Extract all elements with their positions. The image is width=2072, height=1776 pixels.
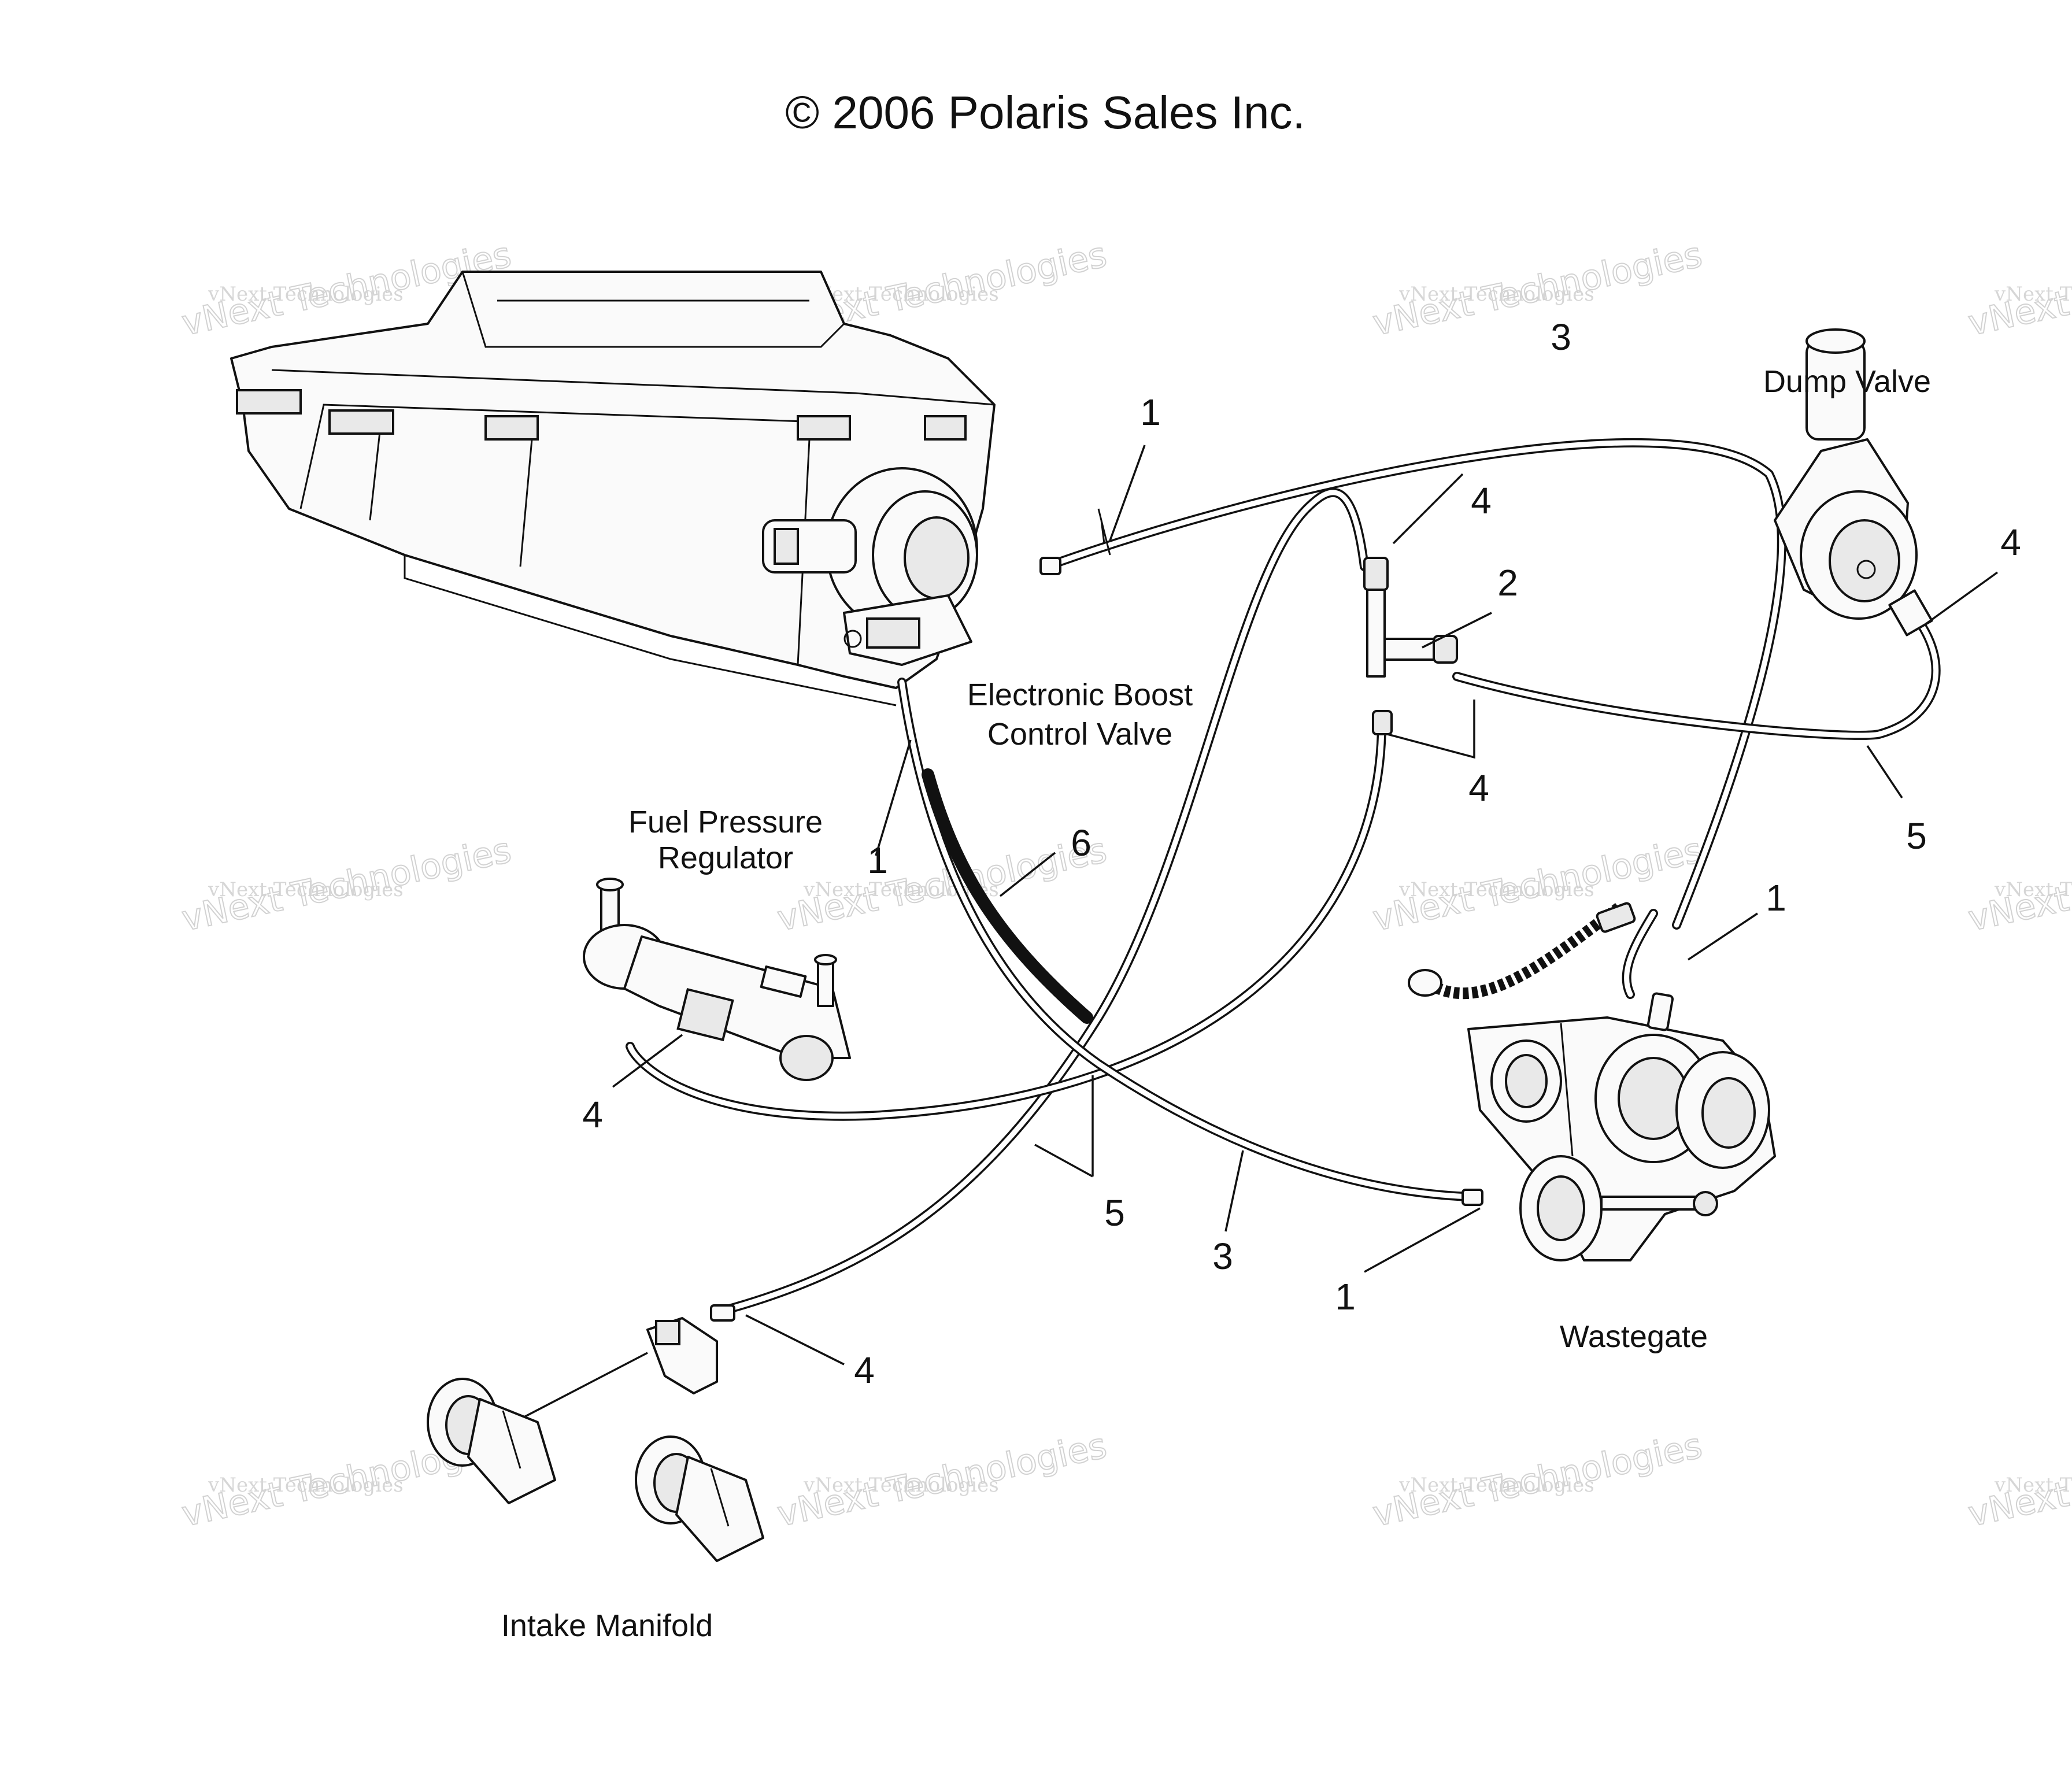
hose-3-clip: [1097, 508, 1111, 556]
label-intake-manifold: Intake Manifold: [501, 1608, 713, 1643]
watermark-line1: vNext Technologies: [1994, 878, 2072, 901]
callout-1-wastegate-fitting: 1: [1335, 1276, 1356, 1318]
label-electronic-boost-line2: Control Valve: [987, 717, 1172, 752]
callout-3-hose-upper: 3: [1551, 316, 1571, 358]
callout-numbers: 1 3 4 2 4 4 5 1 6 1 4 5 3 1 4: [582, 316, 2021, 1391]
label-fuel-pressure-line2: Regulator: [658, 841, 793, 875]
turbo-oil-line: [1424, 903, 1623, 1000]
callout-1-turbo-fitting: 1: [1766, 877, 1786, 919]
callout-6-sleeve: 6: [1071, 822, 1092, 864]
airbox-part: [230, 271, 996, 706]
hose-5-right: [1452, 602, 1941, 740]
hose-5-long: [712, 487, 1369, 1317]
intake-manifold-parts: [427, 1304, 764, 1562]
watermark-line1: vNext Technologies: [1398, 1474, 1594, 1497]
hose-3-airbox-fitting: [1039, 557, 1061, 575]
callout-1-boost-valve: 1: [867, 839, 888, 881]
callout-5-hose-lower: 5: [1104, 1192, 1125, 1234]
callout-4-fuel-regulator: 4: [582, 1094, 603, 1135]
watermark-line1: vNext Technologies: [1994, 1474, 2072, 1497]
hose-turbo-feed: [1622, 909, 1658, 999]
callout-1-hose-3-fitting: 1: [1140, 391, 1161, 433]
copyright-text: © 2006 Polaris Sales Inc.: [785, 87, 1305, 138]
callout-3-hose-lower: 3: [1212, 1235, 1233, 1277]
tee-fitting-part: [1363, 557, 1458, 735]
watermark-line1: vNext Technologies: [208, 283, 404, 306]
watermark-line1: vNext Technologies: [1994, 283, 2072, 306]
watermark-line1: vNext Technologies: [803, 1474, 999, 1497]
leader-lines: [612, 445, 1999, 1366]
callout-2-tee: 2: [1497, 562, 1518, 604]
callout-4-intake-hose: 4: [854, 1349, 875, 1391]
callout-4-tee-bottom: 4: [1468, 767, 1489, 809]
hose-3-end-fitting: [1462, 1189, 1483, 1206]
callout-4-dump-valve: 4: [2000, 521, 2021, 563]
watermark-line1: vNext Technologies: [208, 1474, 404, 1497]
component-labels: Dump Valve Electronic Boost Control Valv…: [501, 364, 1931, 1643]
hose-3-upper: [1042, 438, 1786, 930]
watermark-line1: vNext Technologies: [1398, 878, 1594, 901]
label-fuel-pressure-line1: Fuel Pressure: [628, 805, 823, 839]
hose-6-sleeve: [922, 768, 1093, 1024]
watermark-line1: vNext Technologies: [208, 878, 404, 901]
fuel-rail-part: [583, 878, 851, 1081]
label-dump-valve: Dump Valve: [1763, 364, 1931, 399]
turbocharger-part: [1467, 902, 1776, 1261]
dump-valve-part: [1774, 328, 1933, 637]
hose-3-lower: [897, 678, 1473, 1201]
hose-5-lower: [626, 718, 1386, 1121]
turbo-oil-fitting: [1408, 969, 1442, 997]
watermark-line1: vNext Technologies: [803, 283, 999, 306]
label-electronic-boost-line1: Electronic Boost: [967, 678, 1193, 712]
label-wastegate: Wastegate: [1560, 1319, 1708, 1354]
watermark-line1: vNext Technologies: [1398, 283, 1594, 306]
callout-5-hose-right: 5: [1906, 815, 1927, 857]
callout-4-tee-top: 4: [1471, 480, 1492, 521]
